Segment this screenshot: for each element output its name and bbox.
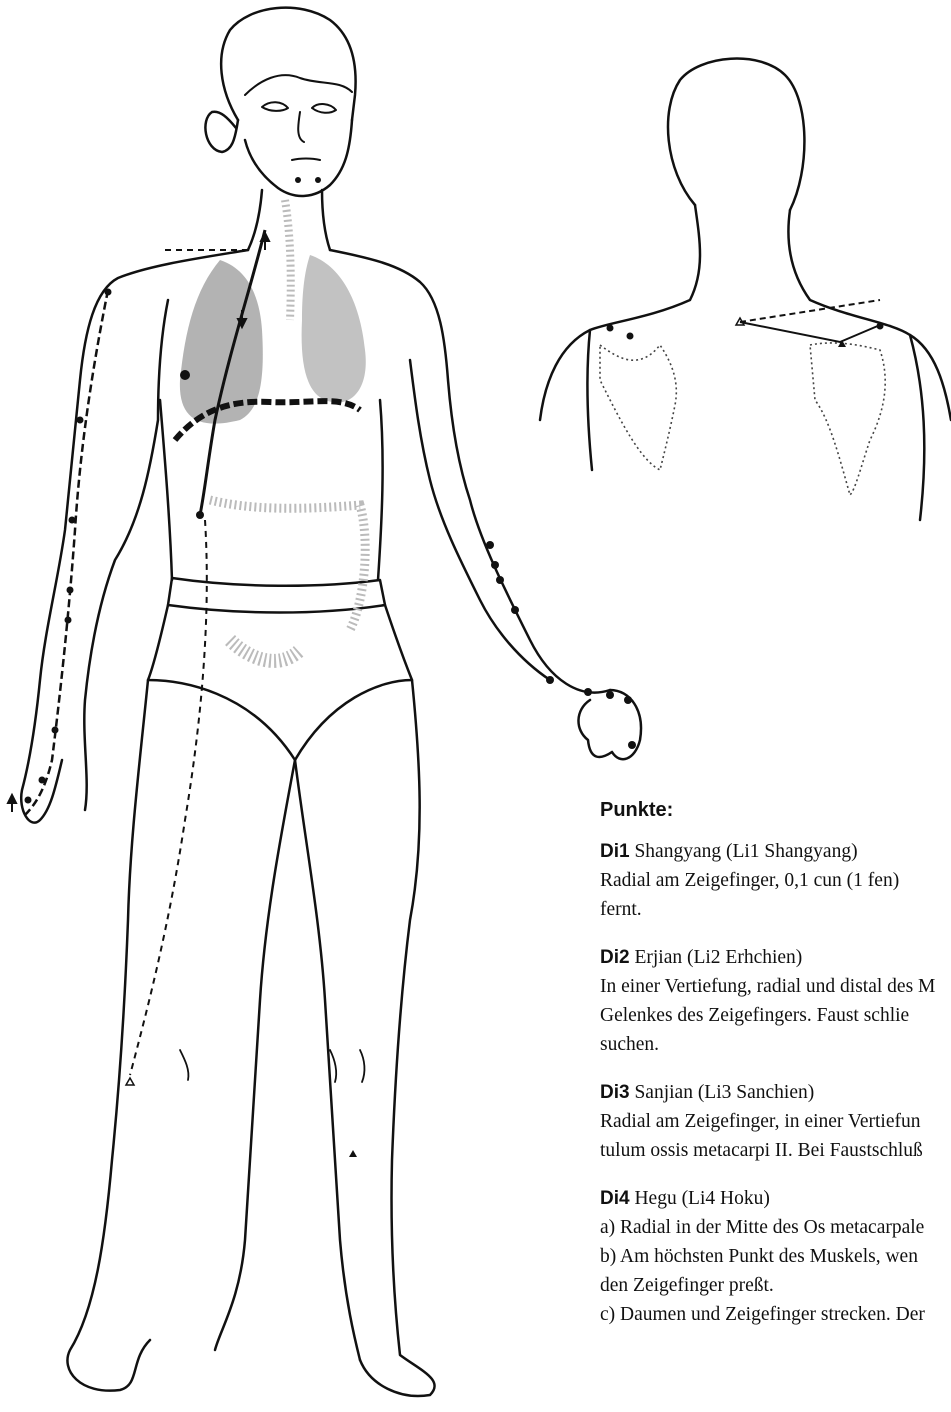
point-di4-title: Di4 Hegu (Li4 Hoku) (600, 1185, 770, 1213)
point-name: Hegu (Li4 Hoku) (634, 1188, 769, 1209)
point-di4-line: b) Am höchsten Punkt des Muskels, wen (600, 1243, 918, 1271)
point-di4-line: a) Radial in der Mitte des Os metacarpal… (600, 1214, 924, 1242)
point-di2-line: Gelenkes des Zeigefingers. Faust schlie (600, 1002, 909, 1030)
point-code: Di1 (600, 841, 630, 862)
point-di2-title: Di2 Erjian (Li2 Erhchien) (600, 944, 802, 972)
marker-triangles (126, 1078, 357, 1157)
point-di1-title: Di1 Shangyang (Li1 Shangyang) (600, 838, 858, 866)
point-di2-line: In einer Vertiefung, radial und distal d… (600, 973, 935, 1001)
point-code: Di2 (600, 947, 630, 968)
point-name: Erjian (Li2 Erhchien) (634, 947, 802, 968)
scapula-outline (600, 343, 885, 495)
organ-shading (180, 200, 366, 661)
point-di4-line: c) Daumen und Zeigefinger strecken. Der (600, 1301, 925, 1329)
point-code: Di4 (600, 1188, 630, 1209)
point-di3-line: tulum ossis metacarpi II. Bei Faustschlu… (600, 1137, 923, 1165)
point-di1-line: Radial am Zeigefinger, 0,1 cun (1 fen) (600, 867, 899, 895)
point-code: Di3 (600, 1082, 630, 1103)
point-name: Shangyang (Li1 Shangyang) (634, 841, 857, 862)
point-di2-line: suchen. (600, 1031, 659, 1059)
point-di4-line: den Zeigefinger preßt. (600, 1272, 774, 1300)
point-name: Sanjian (Li3 Sanchien) (634, 1082, 814, 1103)
back-body-outline (540, 59, 951, 520)
meridian-lines (25, 230, 265, 1075)
points-heading: Punkte: (600, 799, 673, 822)
point-di1-line: fernt. (600, 896, 642, 924)
point-di3-line: Radial am Zeigefinger, in einer Vertiefu… (600, 1108, 920, 1136)
point-di3-title: Di3 Sanjian (Li3 Sanchien) (600, 1079, 814, 1107)
back-meridian (740, 300, 880, 342)
front-body-outline (21, 8, 641, 1396)
